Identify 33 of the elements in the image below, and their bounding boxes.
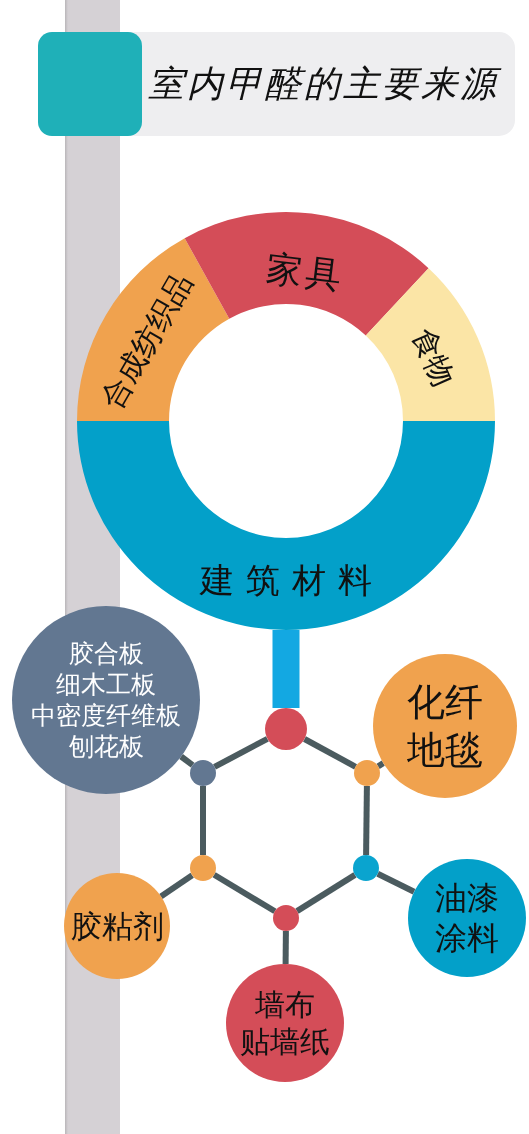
junction-dot bbox=[353, 855, 379, 881]
segment-label: 食物 bbox=[404, 322, 461, 392]
ring-segment bbox=[77, 421, 495, 630]
circle-label: 中密度纤维板 bbox=[31, 700, 181, 731]
connector-line bbox=[212, 872, 277, 914]
junction-dot bbox=[273, 905, 299, 931]
connector-line bbox=[179, 754, 195, 768]
circle-label: 胶合板 bbox=[68, 638, 144, 669]
circle-label: 涂料 bbox=[435, 918, 499, 958]
circle-label: 细木工板 bbox=[56, 669, 156, 700]
junction-dot bbox=[190, 855, 216, 881]
connector-line bbox=[376, 871, 416, 895]
segment-label: 家具 bbox=[263, 246, 349, 298]
ring-segment bbox=[365, 268, 495, 421]
junction-dot bbox=[265, 708, 307, 750]
junction-dot bbox=[190, 760, 216, 786]
connector-line bbox=[200, 786, 206, 855]
connector-line bbox=[363, 785, 370, 856]
connector-bar bbox=[272, 630, 300, 708]
connector-line bbox=[213, 736, 269, 770]
segment-label: 合成纺织品 bbox=[95, 267, 200, 415]
circle-label: 油漆 bbox=[435, 878, 499, 918]
circle-label: 刨花板 bbox=[68, 731, 144, 762]
junction-dot bbox=[354, 760, 380, 786]
circle-label: 胶粘剂 bbox=[70, 907, 164, 945]
circle-label: 贴墙纸 bbox=[240, 1023, 330, 1060]
connector-line bbox=[282, 930, 289, 965]
connector-line bbox=[295, 872, 357, 914]
connector-line bbox=[303, 736, 358, 770]
circle-label: 墙布 bbox=[255, 986, 315, 1023]
segment-label: 建筑材料 bbox=[198, 561, 384, 601]
connector-line bbox=[159, 872, 194, 899]
circle-label: 化纤地毯 bbox=[406, 679, 484, 774]
